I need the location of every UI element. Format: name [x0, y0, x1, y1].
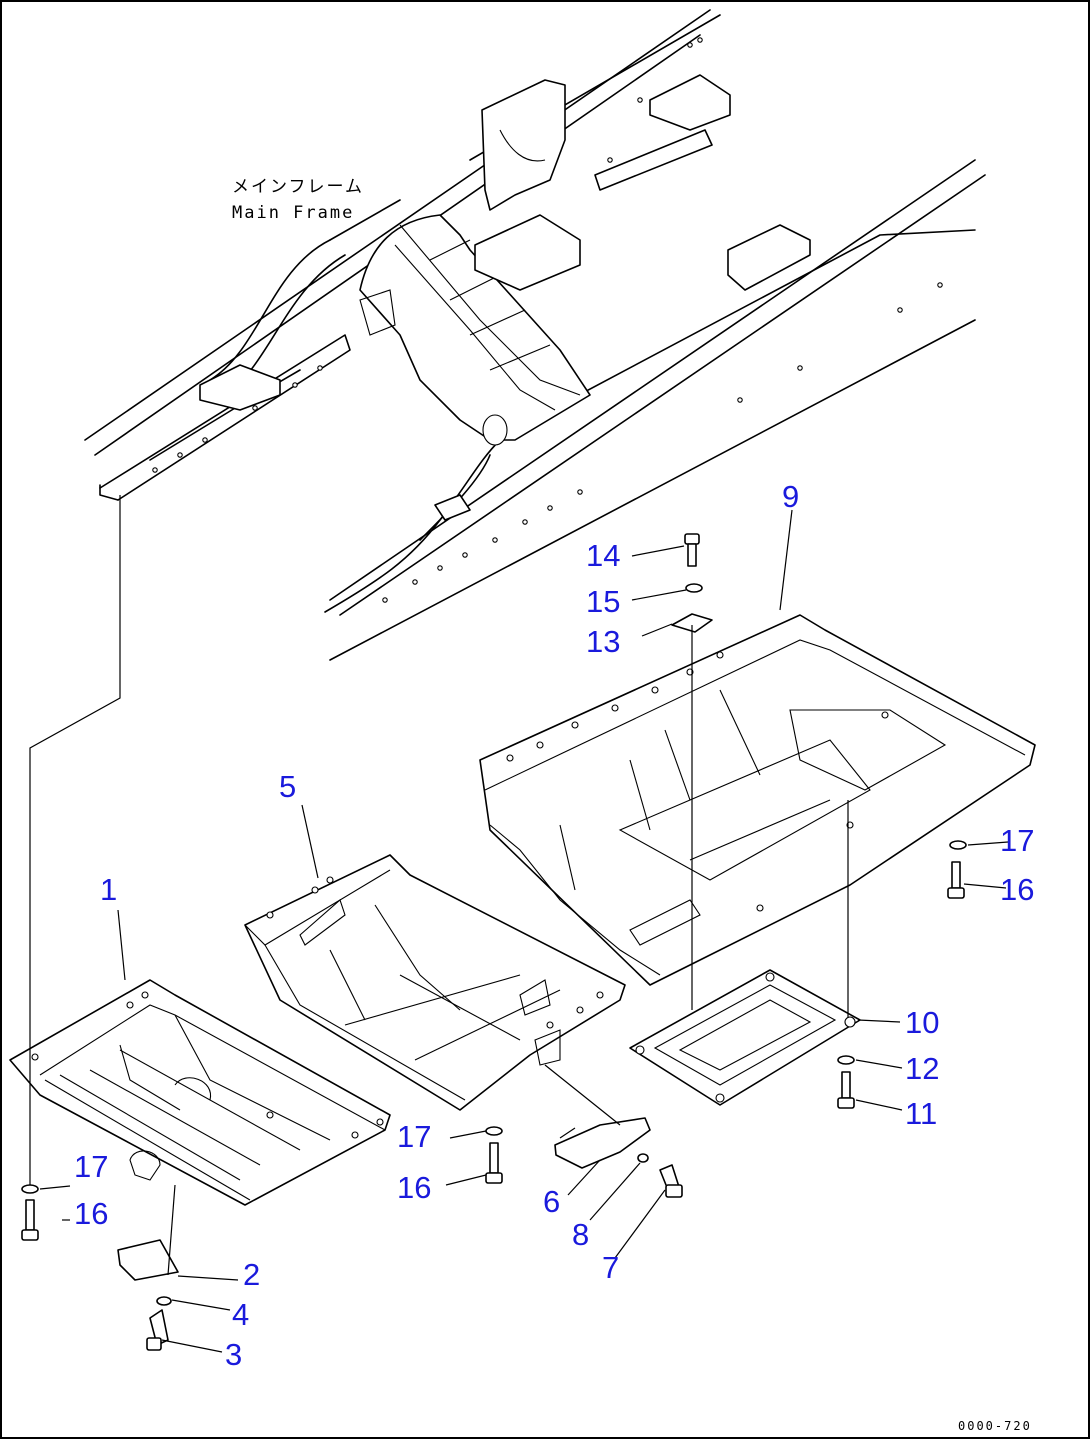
callout-3: 3 — [225, 1337, 242, 1372]
callout-6: 6 — [543, 1184, 560, 1219]
callout-16-right: 16 — [1000, 872, 1034, 907]
callout-17-middle: 17 — [397, 1119, 431, 1154]
callout-16-left: 16 — [74, 1196, 108, 1231]
callout-10: 10 — [905, 1005, 939, 1040]
callout-8: 8 — [572, 1217, 589, 1252]
part-13-plate — [671, 613, 713, 633]
washer-8 — [637, 1153, 649, 1163]
bolt-16-left — [21, 1199, 39, 1241]
main-frame-label-jp: メインフレーム — [232, 177, 364, 197]
main-frame-label-en: Main Frame — [232, 203, 354, 223]
washer-4 — [156, 1296, 172, 1306]
bolt-3 — [146, 1309, 169, 1351]
callout-12: 12 — [905, 1051, 939, 1086]
bolt-16-middle — [485, 1142, 503, 1184]
callout-7: 7 — [602, 1250, 619, 1285]
part-10-plate — [629, 969, 861, 1106]
washer-12 — [837, 1055, 855, 1065]
bolt-11 — [837, 1071, 855, 1109]
callout-17-right: 17 — [1000, 823, 1034, 858]
drawing-code: 0000-720 — [958, 1419, 1032, 1433]
washer-15 — [685, 583, 703, 593]
bolt-16-right — [947, 861, 965, 899]
part-1-guard — [9, 979, 391, 1206]
callout-15: 15 — [586, 584, 620, 619]
washer-17-middle — [485, 1126, 503, 1136]
washer-17-left — [21, 1184, 39, 1194]
frame-holes — [152, 37, 943, 603]
bolt-7 — [659, 1164, 683, 1198]
callout-4: 4 — [232, 1297, 249, 1332]
part-6-bracket — [554, 1117, 651, 1169]
callout-9: 9 — [782, 479, 799, 514]
part-2-bracket — [117, 1239, 179, 1281]
callout-numbers: 1 2 3 4 5 6 7 8 9 10 11 12 13 14 15 16 1… — [74, 479, 1034, 1372]
callout-5: 5 — [279, 769, 296, 804]
callout-1: 1 — [100, 872, 117, 907]
part-5-guard — [244, 854, 626, 1111]
callout-17-left: 17 — [74, 1149, 108, 1184]
part-9-guard — [479, 614, 1036, 986]
callout-16-middle: 16 — [397, 1170, 431, 1205]
leader-lines — [29, 495, 1009, 1353]
washer-17-right — [949, 840, 967, 850]
callout-11: 11 — [905, 1096, 937, 1131]
main-frame — [84, 9, 986, 661]
callout-13: 13 — [586, 624, 620, 659]
callout-14: 14 — [586, 538, 620, 573]
bolt-14 — [684, 533, 700, 567]
callout-2: 2 — [243, 1257, 260, 1292]
